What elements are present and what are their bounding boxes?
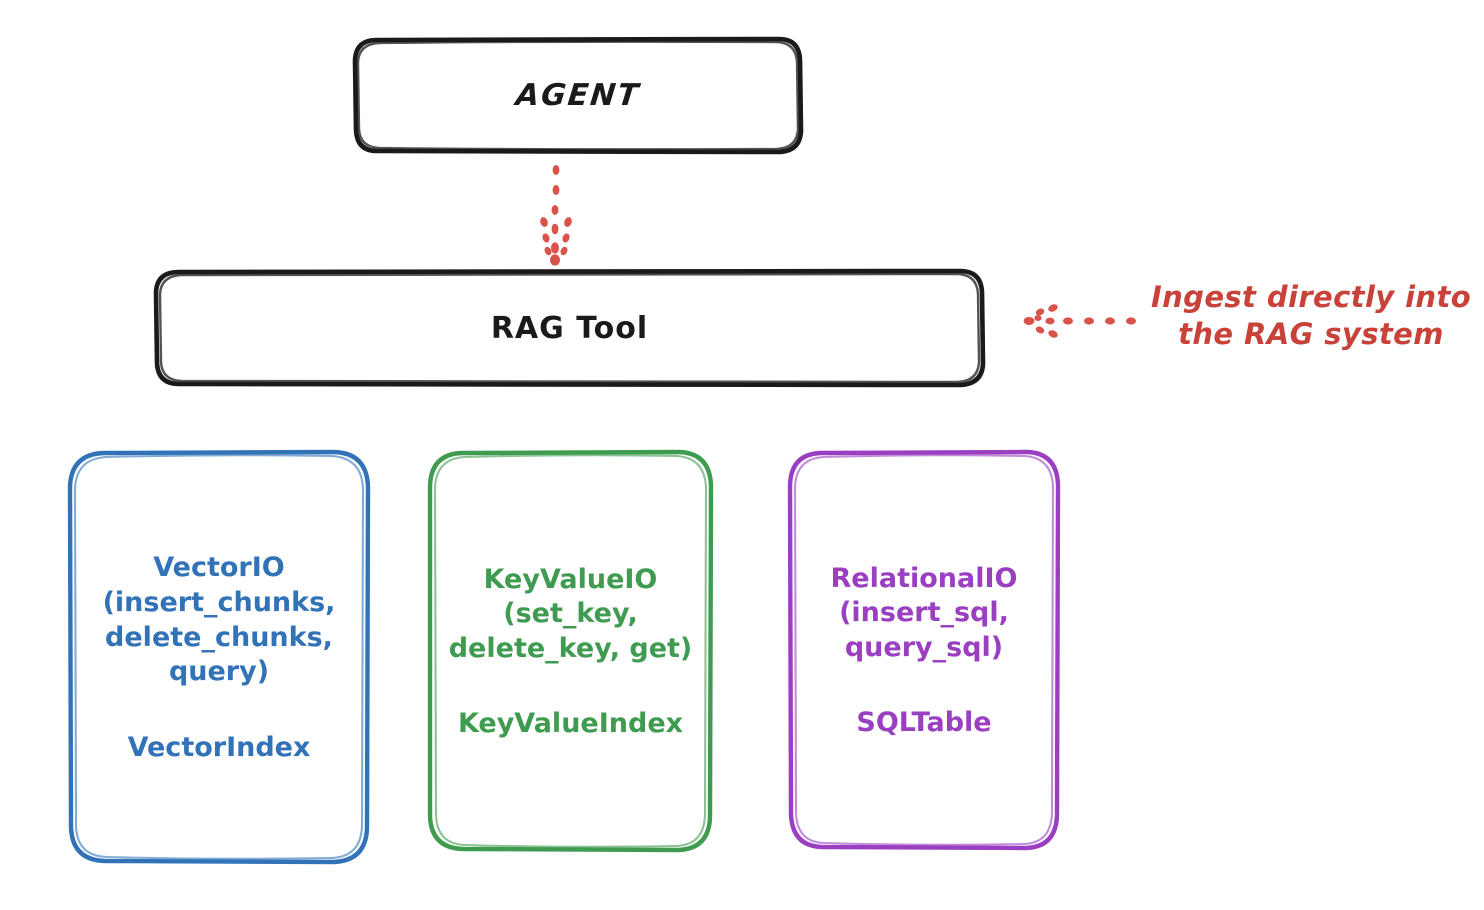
agent-label: AGENT <box>514 78 642 113</box>
rag-tool-label: RAG Tool <box>490 310 649 346</box>
ingest-annotation-label: Ingest directly into the RAG system <box>1150 280 1472 352</box>
note-to-rag-connector <box>1023 304 1136 338</box>
relational-io-api-label: RelationalIO (insert_sql, query_sql) <box>830 562 1018 663</box>
relational-io-box-outline <box>787 449 1061 851</box>
sql-table-label: SQLTable <box>856 707 992 739</box>
rag-tool-box-outline <box>153 268 986 388</box>
relational-io-box[interactable]: RelationalIO (insert_sql, query_sql) SQL… <box>790 452 1058 848</box>
vector-io-box[interactable]: VectorIO (insert_chunks, delete_chunks, … <box>70 452 368 862</box>
key-value-index-label: KeyValueIndex <box>457 708 684 740</box>
agent-to-rag-connector <box>540 165 572 266</box>
vector-io-api-label: VectorIO (insert_chunks, delete_chunks, … <box>102 552 336 688</box>
agent-box[interactable]: AGENT <box>356 39 800 152</box>
key-value-io-box-outline <box>427 449 714 853</box>
agent-box-outline <box>352 36 804 155</box>
rag-tool-box[interactable]: RAG Tool <box>157 271 982 385</box>
key-value-io-box[interactable]: KeyValueIO (set_key, delete_key, get) Ke… <box>430 452 711 850</box>
vector-io-box-outline <box>67 449 371 865</box>
key-value-io-api-label: KeyValueIO (set_key, delete_key, get) <box>448 563 693 664</box>
vector-index-label: VectorIndex <box>127 731 311 763</box>
